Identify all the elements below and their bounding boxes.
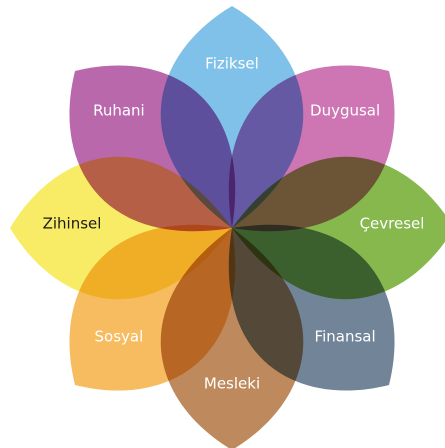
petal-label-sosyal: Sosyal: [95, 328, 144, 346]
petal-label-duygusal: Duygusal: [310, 101, 380, 119]
petal-label-fiziksel: Fiziksel: [205, 55, 259, 73]
petal-layer: [10, 6, 445, 448]
petal-label-cevresel: Çevresel: [360, 215, 425, 233]
petal-ruhani: [69, 65, 236, 232]
petal-label-ruhani: Ruhani: [93, 101, 145, 119]
petal-label-mesleki: Mesleki: [204, 375, 260, 393]
petal-label-zihinsel: Zihinsel: [43, 215, 102, 233]
petal-label-finansal: Finansal: [315, 328, 376, 346]
